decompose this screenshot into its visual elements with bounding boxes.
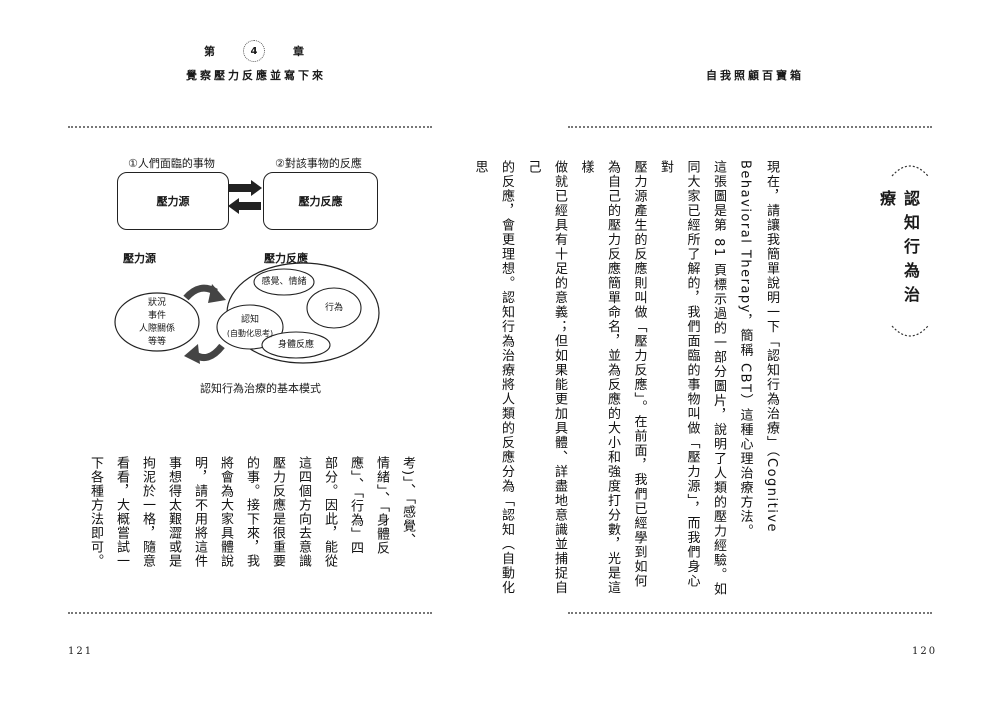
text-column: 做就已經具有十足的意義；但如果能更加具體、詳盡地意識並捕捉自己 xyxy=(525,160,568,595)
page-number-left: 121 xyxy=(68,646,94,657)
text-column: 這張圖是第 81 頁標示過的一部分圖片，說明了人類的壓力經驗。如 xyxy=(711,160,726,597)
frame-arc-top xyxy=(891,165,929,177)
feelings-label: 感覺、情緒 xyxy=(261,277,307,287)
lower-stressor-title: 壓力源 xyxy=(123,252,156,265)
left-arrow xyxy=(228,198,261,214)
text-column: 事想得太艱澀或是 xyxy=(166,456,181,568)
text-column: 部分。因此，能從 xyxy=(322,456,337,568)
section-title: 認知行為治療 xyxy=(877,190,920,310)
chapter-number-circle: 4 xyxy=(243,40,265,62)
curved-arrow-bottom-head xyxy=(184,344,200,364)
chapter-prefix: 第 xyxy=(204,45,215,58)
right-arrow xyxy=(229,180,262,196)
top-divider xyxy=(68,126,432,128)
behavior-label: 行為 xyxy=(324,303,343,313)
text-column: 情緒」、「身體反 xyxy=(374,456,389,555)
text-column: 現在，請讓我簡單說明一下「認知行為治療」（Cognitive xyxy=(764,160,779,534)
behavior-ellipse xyxy=(306,287,362,329)
text-column: 將會為大家具體說 xyxy=(218,456,233,568)
text-column: 看看，大概嘗試一 xyxy=(114,456,129,568)
chapter-heading: 第 4 章 xyxy=(204,40,304,62)
cognition-label: 認知 (自動化思考) xyxy=(220,314,280,340)
right-page: 自我照顧百寶箱 現在，請讓我簡單說明一下「認知行為治療」（Cognitive B… xyxy=(473,0,1000,706)
bottom-divider xyxy=(568,612,932,614)
text-column: Behavioral Therapy，簡稱 CBT）這種心理治療方法。 xyxy=(737,160,753,539)
left-page: 第 4 章 覺察壓力反應並寫下來 ①人們面臨的事物 ②對該事物的反應 壓力源 壓… xyxy=(68,40,432,657)
text-column: 應」、「行為」四 xyxy=(348,456,363,555)
situation-line: 事件 xyxy=(147,311,166,321)
text-column: 同大家已經所了解的，我們面臨的事物叫做「壓力源」，而我們身心對 xyxy=(658,160,700,589)
cognition-line1: 認知 xyxy=(240,315,259,325)
reaction-box-label: 壓力反應 xyxy=(298,195,343,208)
cognition-line2: (自動化思考) xyxy=(226,329,274,338)
text-column: 考)」、「感覺、 xyxy=(400,456,415,548)
top-divider xyxy=(568,126,932,128)
situation-line: 狀況 xyxy=(147,298,166,308)
reaction-header-label: ②對該事物的反應 xyxy=(275,157,362,170)
text-column: 明，請不用將這件 xyxy=(192,456,207,568)
chapter-number: 4 xyxy=(250,45,258,57)
text-column: 壓力反應是很重要 xyxy=(270,456,285,568)
reaction-box: 壓力反應 xyxy=(263,172,378,230)
feelings-ellipse xyxy=(253,268,315,296)
curved-arrow-top-head xyxy=(208,284,226,303)
situation-label: 狀況 事件 人際關係 等等 xyxy=(117,297,197,349)
text-column: 拘泥於一格，隨意 xyxy=(140,456,155,568)
book-title: 自我照顧百寶箱 xyxy=(706,69,804,82)
chapter-suffix: 章 xyxy=(293,45,304,58)
lower-reaction-title: 壓力反應 xyxy=(264,252,308,265)
stressor-box: 壓力源 xyxy=(117,172,229,230)
body-reaction-label: 身體反應 xyxy=(277,340,314,350)
text-column: 的事。接下來，我 xyxy=(244,456,259,568)
right-body-text: 現在，請讓我簡單說明一下「認知行為治療」（Cognitive Behaviora… xyxy=(473,160,784,600)
bottom-divider xyxy=(68,612,432,614)
stressor-header-label: ①人們面臨的事物 xyxy=(128,157,215,170)
left-body-text: 考)」、「感覺、 情緒」、「身體反 應」、「行為」四 部分。因此，能從 這四個方… xyxy=(88,456,420,596)
section-title-frame xyxy=(890,160,930,342)
situation-ellipse xyxy=(114,292,200,352)
text-column: 壓力源產生的反應則叫做「壓力反應」。在前面，我們已經學到如何 xyxy=(631,160,647,589)
diagram-graphics xyxy=(114,180,380,364)
frame-arc-bottom xyxy=(891,325,929,337)
body-reaction-ellipse xyxy=(261,331,331,359)
situation-line: 等等 xyxy=(147,337,166,347)
diagram-caption: 認知行為治療的基本模式 xyxy=(200,382,321,395)
page-number-right: 120 xyxy=(912,646,938,657)
text-column: 下各種方法即可。 xyxy=(88,456,103,568)
situation-line: 人際關係 xyxy=(138,324,175,334)
chapter-title: 覺察壓力反應並寫下來 xyxy=(186,69,326,82)
text-column: 這四個方向去意識 xyxy=(296,456,311,568)
text-column: 為自己的壓力反應簡單命名，並為反應的大小和強度打分數，光是這樣 xyxy=(578,160,621,595)
stressor-box-label: 壓力源 xyxy=(156,195,190,208)
text-column: 的反應，會更理想。認知行為治療將人類的反應分為「認知（自動化思 xyxy=(472,160,515,595)
